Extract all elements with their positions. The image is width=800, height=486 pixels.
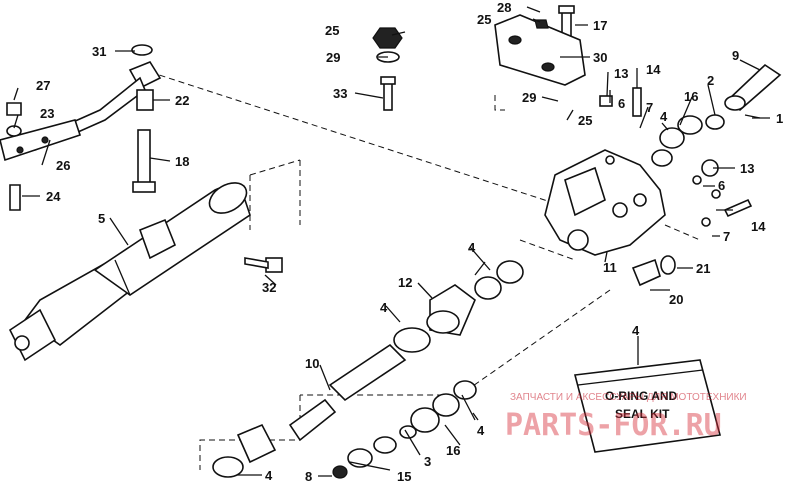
callout-29a: 29 [326, 50, 340, 65]
callout-11: 11 [603, 260, 617, 275]
callout-4a: 4 [660, 109, 668, 124]
callout-25c: 25 [578, 113, 592, 128]
callout-6a: 6 [618, 96, 625, 111]
watermark-subtitle: ЗАПЧАСТИ И АКСЕССУАРЫ ДЛЯ МОТОТЕХНИКИ [510, 392, 747, 403]
callout-4c: 4 [632, 323, 640, 338]
kit-label-line1: O-RING AND [605, 389, 678, 403]
callout-21: 21 [696, 261, 710, 276]
callout-7b: 7 [723, 229, 730, 244]
valve-body-part [544, 149, 666, 256]
callout-32: 32 [262, 280, 276, 295]
piston-rod-assembly [212, 260, 524, 479]
callout-6b: 6 [718, 178, 725, 193]
callout-3: 3 [424, 454, 431, 469]
callout-28: 28 [497, 0, 511, 15]
seal-kit-box: O-RING AND SEAL KIT [573, 359, 722, 453]
callout-4e: 4 [477, 423, 485, 438]
callout-13a: 13 [614, 66, 628, 81]
callout-7a: 7 [646, 100, 653, 115]
callout-30: 30 [593, 50, 607, 65]
callout-17: 17 [593, 18, 607, 33]
callout-4d: 4 [380, 300, 388, 315]
callout-23: 23 [40, 106, 54, 121]
callout-22: 22 [175, 93, 189, 108]
callout-29b: 29 [522, 90, 536, 105]
tie-bar-linkage-part [0, 44, 162, 211]
callout-31: 31 [92, 44, 106, 59]
callout-1: 1 [776, 111, 783, 126]
callout-5: 5 [98, 211, 105, 226]
callout-26: 26 [56, 158, 70, 173]
callout-10: 10 [305, 356, 319, 371]
callout-20: 20 [669, 292, 683, 307]
callout-16a: 16 [684, 89, 698, 104]
callout-25b: 25 [325, 23, 339, 38]
callout-14b: 14 [751, 219, 766, 234]
callout-4f: 4 [265, 468, 273, 483]
callout-18: 18 [175, 154, 189, 169]
callout-24: 24 [46, 189, 61, 204]
shaft-part [724, 63, 782, 119]
pin-and-spacer-parts [132, 89, 156, 193]
callout-4b: 4 [468, 240, 476, 255]
callout-27: 27 [36, 78, 50, 93]
callout-leaders [13, 6, 770, 477]
callout-16b: 16 [446, 443, 460, 458]
callout-labels: 28 25 17 25 29 33 30 31 27 23 22 26 18 2… [36, 0, 783, 484]
callout-2: 2 [707, 73, 714, 88]
callout-25a: 25 [477, 12, 491, 27]
cylinder-body-part [8, 182, 251, 362]
watermark-brand: PARTS-FOR.RU [505, 408, 722, 443]
mounting-bracket-part [494, 5, 586, 86]
nut-washer-bolt-stack [372, 27, 403, 111]
callout-12: 12 [398, 275, 412, 290]
kit-label-line2: SEAL KIT [615, 407, 670, 421]
callout-9: 9 [732, 48, 739, 63]
callout-8: 8 [305, 469, 312, 484]
fitting-parts [244, 87, 753, 287]
callout-15: 15 [397, 469, 411, 484]
callout-33: 33 [333, 86, 347, 101]
callout-13b: 13 [740, 161, 754, 176]
callout-14a: 14 [646, 62, 661, 77]
watermark: ЗАПЧАСТИ И АКСЕССУАРЫ ДЛЯ МОТОТЕХНИКИ PA… [505, 392, 747, 443]
